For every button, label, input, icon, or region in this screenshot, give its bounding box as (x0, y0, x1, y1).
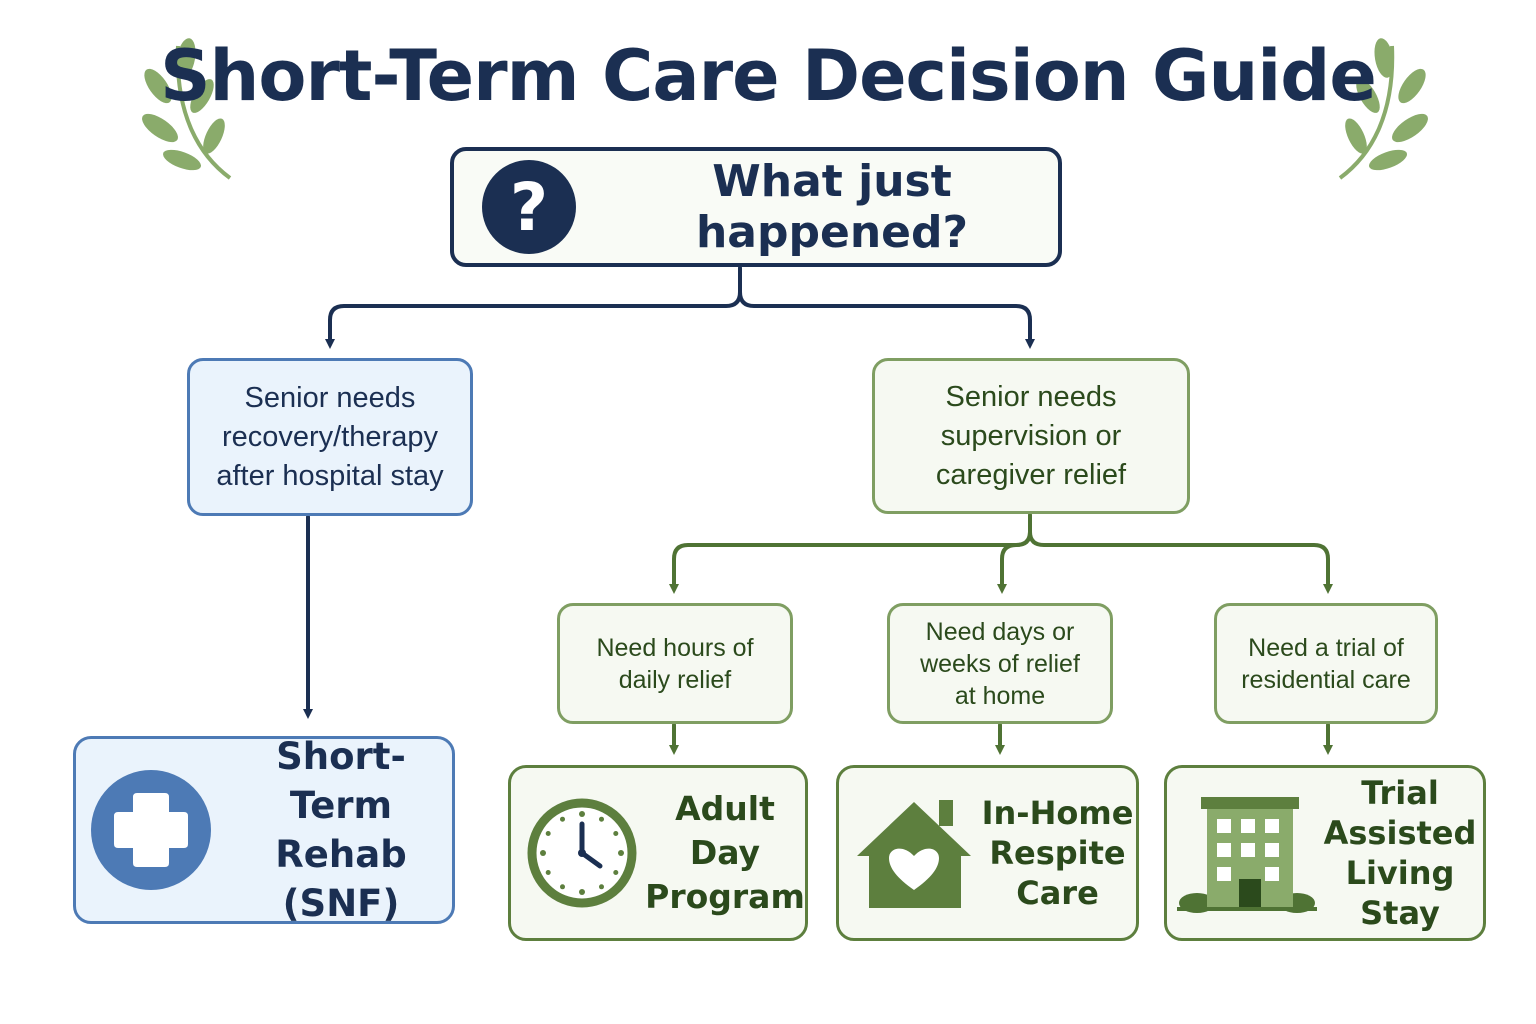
house-heart-icon (853, 792, 975, 914)
outcome-line: Assisted (1323, 814, 1477, 852)
outcome-line: Short-Term (276, 735, 406, 827)
medical-cross-icon (90, 769, 212, 891)
root-question-text: What just happened? (695, 156, 969, 258)
connector-right-far (1028, 530, 1333, 594)
outcome-line: Program (645, 877, 805, 916)
connector-root-right (738, 290, 1035, 349)
question-days-relief: Need days or weeks of relief at home (887, 603, 1113, 724)
question-line: Need a trial of (1248, 633, 1404, 662)
branch-supervision-line: supervision or (940, 419, 1122, 452)
outcome-in-home-respite: In-Home Respite Care (836, 765, 1139, 941)
connector-right-mid (997, 530, 1032, 594)
outcome-line: Adult Day (675, 789, 775, 872)
question-line: at home (954, 681, 1046, 710)
connector-root (325, 266, 742, 349)
outcome-adult-day-program: Adult Day Program (508, 765, 808, 941)
clock-icon (527, 798, 637, 908)
outcome-line: Rehab (SNF) (275, 833, 407, 925)
question-line: Need hours of (596, 633, 754, 662)
root-question: ? What just happened? (450, 147, 1062, 267)
branch-recovery-line: recovery/therapy (221, 420, 438, 453)
question-trial-residential: Need a trial of residential care (1214, 603, 1438, 724)
branch-recovery: Senior needs recovery/therapy after hosp… (187, 358, 473, 516)
question-hours-relief: Need hours of daily relief (557, 603, 793, 724)
laurel-left-icon (142, 38, 232, 180)
question-line: residential care (1241, 665, 1411, 694)
outcome-line: Care (1016, 874, 1099, 912)
branch-supervision-line: Senior needs (945, 380, 1117, 413)
question-icon: ? (482, 160, 576, 254)
question-line: daily relief (618, 665, 732, 694)
branch-supervision: Senior needs supervision or caregiver re… (872, 358, 1190, 514)
branch-recovery-line: after hospital stay (216, 459, 444, 492)
question-line: weeks of relief (920, 649, 1080, 678)
connector-right-split (669, 513, 1032, 594)
outcome-short-term-rehab: Short-Term Rehab (SNF) (73, 735, 455, 925)
page-title: Short-Term Care Decision Guide (160, 35, 1377, 117)
outcome-line: Trial (1361, 774, 1439, 812)
outcome-line: In-Home (981, 794, 1134, 832)
building-icon (1177, 793, 1317, 913)
outcome-line: Living Stay (1345, 854, 1455, 932)
laurel-right-icon (1338, 38, 1428, 180)
branch-recovery-line: Senior needs (244, 381, 416, 414)
branch-supervision-line: caregiver relief (935, 458, 1127, 491)
outcome-trial-assisted-living: Trial Assisted Living Stay (1164, 765, 1486, 941)
outcome-line: Respite (989, 834, 1126, 872)
question-line: Need days or (925, 617, 1075, 646)
